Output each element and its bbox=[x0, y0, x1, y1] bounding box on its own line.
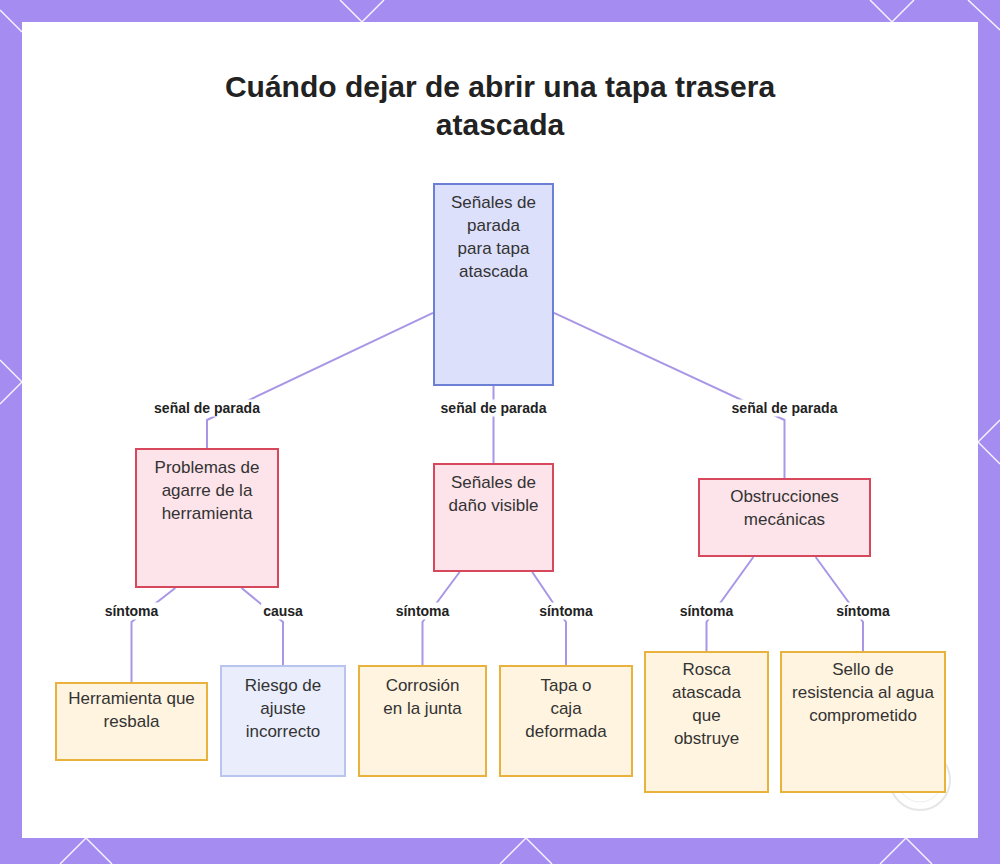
edge-label: causa bbox=[261, 603, 305, 620]
edge-label: síntoma bbox=[678, 603, 736, 620]
symptom-box: Rosca atascada que obstruye bbox=[644, 651, 769, 793]
node-text: Corrosión en la junta bbox=[376, 674, 469, 720]
category-box: Obstrucciones mecánicas bbox=[698, 478, 871, 557]
edge-label: síntoma bbox=[103, 603, 161, 620]
symptom-box: Herramienta que resbala bbox=[55, 682, 208, 761]
connector-line bbox=[242, 588, 283, 665]
edge-label: síntoma bbox=[394, 603, 452, 620]
edge-label: síntoma bbox=[834, 603, 892, 620]
symptom-box: Tapa o caja deformada bbox=[499, 665, 633, 777]
node-text: Herramienta que resbala bbox=[67, 687, 196, 733]
edge-label: señal de parada bbox=[152, 400, 262, 417]
edge-label: señal de parada bbox=[439, 400, 549, 417]
edge-label: señal de parada bbox=[730, 400, 840, 417]
node-text: Obstrucciones mecánicas bbox=[712, 485, 857, 531]
node-text: Rosca atascada que obstruye bbox=[660, 658, 753, 750]
category-box: Señales de daño visible bbox=[433, 463, 554, 572]
node-text: Problemas de agarre de la herramienta bbox=[151, 456, 263, 525]
connector-line bbox=[554, 313, 785, 478]
category-box: Problemas de agarre de la herramienta bbox=[135, 448, 279, 588]
diagram-title: Cuándo dejar de abrir una tapa trasera a… bbox=[200, 68, 800, 144]
symptom-box: Corrosión en la junta bbox=[358, 665, 487, 777]
symptom-box: Sello de resistencia al agua comprometid… bbox=[780, 651, 946, 793]
root-box: Señales de parada para tapa atascada bbox=[433, 183, 554, 386]
node-text: Sello de resistencia al agua comprometid… bbox=[792, 658, 934, 727]
connector-line bbox=[207, 313, 433, 448]
cause-box: Riesgo de ajuste incorrecto bbox=[220, 665, 346, 777]
node-text: Tapa o caja deformada bbox=[525, 674, 607, 743]
edge-label: síntoma bbox=[537, 603, 595, 620]
node-text: Señales de daño visible bbox=[447, 471, 540, 517]
node-text: Señales de parada para tapa atascada bbox=[449, 191, 538, 283]
connector-line bbox=[493, 386, 495, 463]
node-text: Riesgo de ajuste incorrecto bbox=[232, 674, 334, 743]
